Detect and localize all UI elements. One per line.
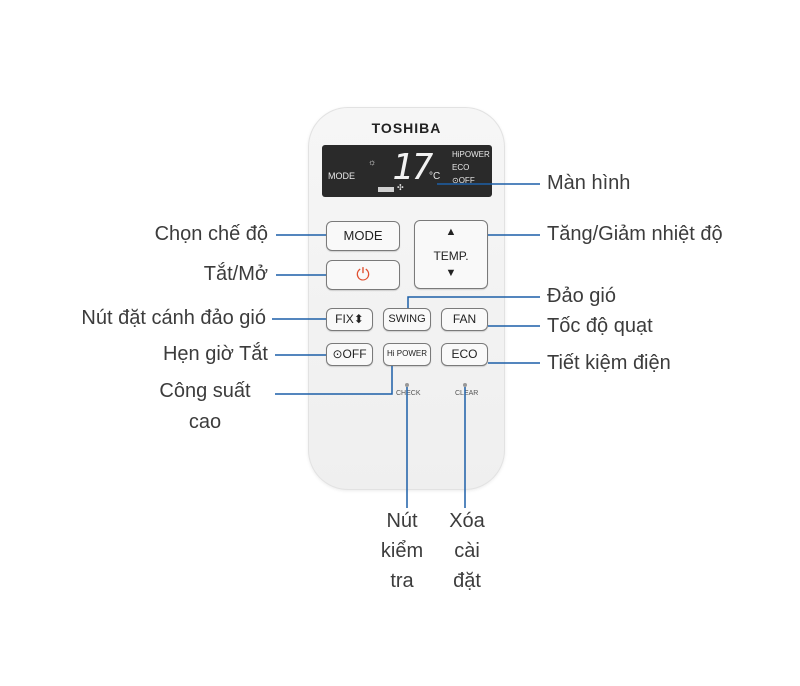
sun-icon: ☼ — [368, 157, 377, 167]
callout-nut-kiem-tra-line3: tra — [390, 570, 414, 592]
temp-button-label: TEMP. — [433, 249, 469, 263]
power-button[interactable]: ⏻ — [326, 260, 400, 290]
callout-chon-che-do: Chọn chế độ — [154, 223, 268, 245]
lcd-temperature: 17 — [392, 147, 433, 188]
line-cong-suat — [275, 366, 393, 395]
callout-tang-giam: Tăng/Giảm nhiệt độ — [547, 223, 723, 245]
swing-button-label: SWING — [388, 313, 426, 325]
callout-cong-suat-line1: Công suất — [159, 380, 251, 402]
check-label: CHECK — [396, 390, 421, 397]
hipower-button[interactable]: Hi POWER — [383, 343, 431, 366]
lcd-unit: °C — [429, 171, 441, 182]
off-timer-button[interactable]: ⊙OFF — [326, 343, 373, 366]
lcd-bar-icon — [378, 187, 394, 192]
lcd-mode-label: MODE — [328, 171, 355, 181]
callout-man-hinh: Màn hình — [547, 172, 631, 194]
lcd-indicator-off: ⊙OFF — [452, 176, 475, 185]
check-button-dot[interactable] — [405, 383, 409, 387]
callout-toc-do-quat: Tốc độ quạt — [547, 315, 653, 337]
callout-nut-dat-canh: Nút đặt cánh đảo gió — [81, 307, 266, 329]
arrow-up-icon: ▲ — [445, 226, 457, 238]
lcd-indicator-eco: ECO — [452, 163, 470, 172]
temp-button[interactable]: ▲ TEMP. ▼ — [414, 220, 488, 289]
clear-button-dot[interactable] — [463, 383, 467, 387]
callout-dao-gio: Đảo gió — [547, 285, 616, 307]
line-dao-gio — [407, 296, 540, 308]
callout-tiet-kiem-dien: Tiết kiệm điện — [547, 352, 671, 374]
mode-button-label: MODE — [343, 228, 383, 243]
callout-hen-gio-tat: Hẹn giờ Tắt — [162, 343, 268, 365]
fan-button-label: FAN — [452, 312, 477, 326]
callout-nut-kiem-tra-line1: Nút — [386, 510, 418, 532]
eco-button[interactable]: ECO — [441, 343, 488, 366]
swing-button[interactable]: SWING — [383, 308, 431, 331]
brand-logo: TOSHIBA — [371, 120, 442, 136]
eco-button-label: ECO — [451, 347, 478, 361]
fan-icon: ✣ — [397, 183, 404, 192]
callout-tat-mo: Tắt/Mở — [203, 263, 268, 285]
off-timer-button-label: ⊙OFF — [332, 347, 367, 361]
callout-xoa-cai-dat-line2: cài — [454, 540, 480, 562]
callout-nut-kiem-tra-line2: kiểm — [380, 540, 424, 562]
callout-xoa-cai-dat-line1: Xóa — [449, 510, 485, 532]
fan-button[interactable]: FAN — [441, 308, 488, 331]
hipower-button-label: Hi POWER — [387, 349, 427, 358]
lcd-indicator-hipower: HiPOWER — [452, 150, 490, 159]
fix-button-label: FIX⬍ — [335, 312, 364, 326]
fix-button[interactable]: FIX⬍ — [326, 308, 373, 331]
callout-xoa-cai-dat-line3: đặt — [453, 570, 481, 592]
mode-button[interactable]: MODE — [326, 221, 400, 251]
arrow-down-icon: ▼ — [445, 267, 457, 279]
power-icon: ⏻ — [356, 265, 370, 284]
clear-label: CLEAR — [455, 390, 479, 397]
callout-cong-suat-line2: cao — [188, 411, 222, 433]
lcd-display: MODE ☼ 17 °C HiPOWER ECO ⊙OFF ✣ — [322, 145, 492, 197]
